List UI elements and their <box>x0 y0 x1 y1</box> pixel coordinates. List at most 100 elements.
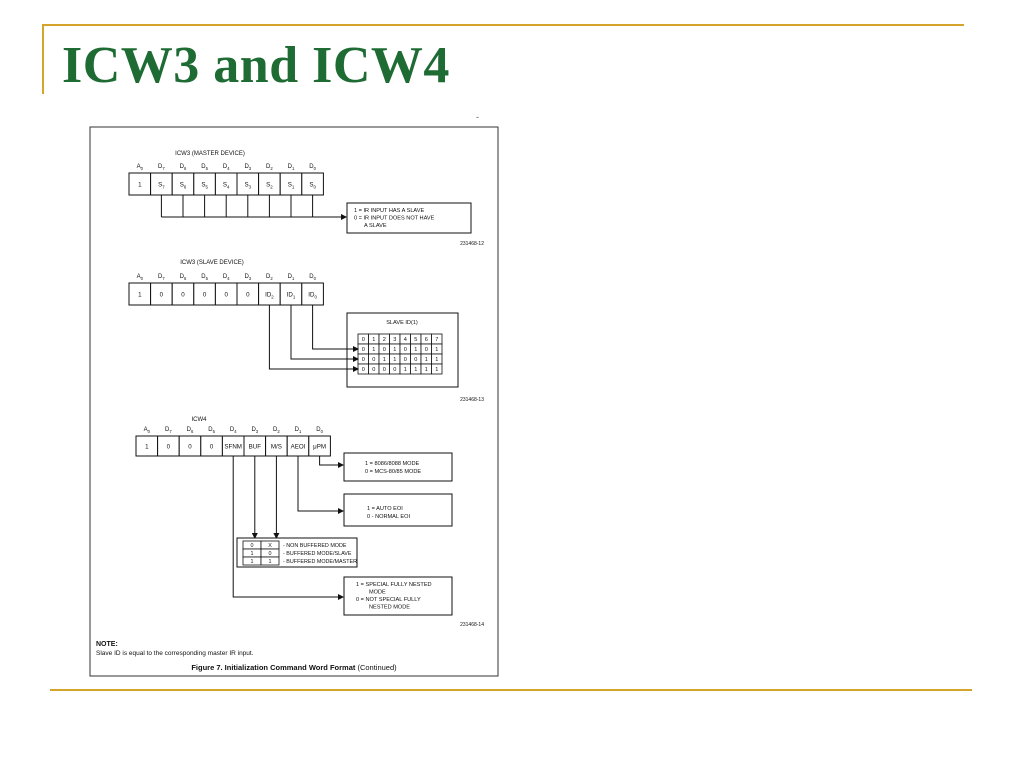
slave-id-value: 1 <box>425 367 428 373</box>
icw4-bit-header: D0 <box>316 427 323 434</box>
bottom-accent-line <box>50 689 972 691</box>
icw4-bit-value: 1 <box>145 444 149 451</box>
sfnm-note-text: MODE <box>369 590 386 596</box>
buf-value: 1 <box>269 559 272 565</box>
slave-bit-header: D6 <box>180 274 187 281</box>
slave-id-value: 1 <box>393 347 396 353</box>
slave-id-value: 1 <box>372 347 375 353</box>
slave-id-value: 1 <box>425 357 428 363</box>
master-note-text: 0 = IR INPUT DOES NOT HAVE <box>354 216 435 222</box>
master-bit-header: A0 <box>137 164 144 171</box>
master-bit-value: S1 <box>288 182 295 190</box>
slave-bit-header: D5 <box>201 274 208 281</box>
slave-bit-value: 0 <box>224 292 228 299</box>
master-bit-value: S0 <box>309 182 316 190</box>
master-bit-value: S5 <box>201 182 208 190</box>
slave-id-value: 2 <box>383 337 386 343</box>
slave-bit-header: D7 <box>158 274 165 281</box>
master-fig-id: 231468-12 <box>460 241 484 247</box>
slave-bit-value: 0 <box>160 292 164 299</box>
icw4-bit-header: D3 <box>251 427 258 434</box>
icw4-bit-value: 0 <box>167 444 171 451</box>
slide-title: ICW3 and ICW4 <box>62 37 450 94</box>
slave-id-arrow <box>268 305 359 372</box>
master-bit-value: 1 <box>138 182 142 189</box>
buf-cell <box>260 556 280 566</box>
sfnm-note-text: 0 = NOT SPECIAL FULLY <box>356 597 421 603</box>
icw4-bit-value: BUF <box>249 444 262 451</box>
slave-bit-header: D2 <box>266 274 273 281</box>
slave-id-value: 0 <box>362 337 365 343</box>
buf-value: 0 <box>251 543 254 549</box>
slave-id-value: 1 <box>435 347 438 353</box>
slave-id-arrow <box>312 305 359 352</box>
buf-description: - BUFFERED MODE/MASTER <box>283 559 357 565</box>
slave-bit-value: ID0 <box>308 292 317 300</box>
icw4-fig-id: 231468-14 <box>460 622 484 628</box>
scan-mark: - <box>476 112 479 122</box>
slave-bit-value: 0 <box>203 292 207 299</box>
buf-description: - NON BUFFERED MODE <box>283 543 347 549</box>
buf-value: 1 <box>251 551 254 557</box>
master-bit-value: S2 <box>266 182 273 190</box>
slave-id-value: 0 <box>425 347 428 353</box>
buf-value: X <box>268 543 272 549</box>
master-bit-header: D2 <box>266 164 273 171</box>
slave-bit-header: D4 <box>223 274 230 281</box>
icw4-bit-value: AEOI <box>291 444 306 451</box>
slave-bit-header: A0 <box>137 274 144 281</box>
icw4-bit-header: D2 <box>273 427 280 434</box>
aeoi-arrow <box>297 456 344 514</box>
icw4-bit-value: μPM <box>313 444 326 451</box>
icw4-bit-value: M/S <box>271 444 282 451</box>
master-bit-header: D3 <box>244 164 251 171</box>
figure-caption: Figure 7. Initialization Command Word Fo… <box>191 663 397 672</box>
slave-fig-id: 231468-13 <box>460 397 484 403</box>
sfnm-arrow <box>232 456 344 600</box>
upm-arrow <box>319 456 344 468</box>
slave-bit-value: 1 <box>138 292 142 299</box>
icw4-bit-value: SFNM <box>224 444 242 451</box>
sfnm-note-text: 1 = SPECIAL FULLY NESTED <box>356 582 432 588</box>
slave-id-value: 1 <box>404 367 407 373</box>
master-bit-header: D5 <box>201 164 208 171</box>
slave-id-value: 0 <box>383 367 386 373</box>
master-bit-value: S7 <box>158 182 165 190</box>
slave-id-value: 1 <box>372 337 375 343</box>
left-accent-bar <box>42 24 44 94</box>
master-bit-value: S6 <box>180 182 187 190</box>
master-bit-value: S4 <box>223 182 230 190</box>
slave-bit-value: 0 <box>181 292 185 299</box>
slave-bit-header: D3 <box>244 274 251 281</box>
aeoi-note-text: 1 = AUTO EOI <box>367 506 403 512</box>
slave-bit-value: 0 <box>246 292 250 299</box>
master-bit-value: S3 <box>245 182 252 190</box>
upm-note-text: 0 = MCS-80/85 MODE <box>365 469 421 475</box>
slave-bit-value: ID1 <box>287 292 296 300</box>
slave-id-value: 1 <box>393 357 396 363</box>
master-note-box <box>346 202 472 234</box>
slave-bit-header: D0 <box>309 274 316 281</box>
slave-id-value: 1 <box>414 347 417 353</box>
slave-id-value: 0 <box>362 367 365 373</box>
aeoi-note-box <box>343 493 453 527</box>
slave-id-arrow <box>290 305 359 362</box>
slave-section-title: ICW3 (SLAVE DEVICE) <box>180 260 244 266</box>
slave-id-value: 0 <box>362 347 365 353</box>
slave-id-label: SLAVE ID(1) <box>386 320 418 326</box>
slave-id-value: 0 <box>372 367 375 373</box>
upm-note-text: 1 = 8086/8088 MODE <box>365 461 420 467</box>
icw4-bit-header: D1 <box>295 427 302 434</box>
slave-id-cell <box>431 363 443 375</box>
buf-description: - BUFFERED MODE/SLAVE <box>283 551 352 557</box>
icw4-bit-value: 0 <box>188 444 192 451</box>
slave-id-value: 0 <box>393 367 396 373</box>
slave-id-value: 0 <box>414 357 417 363</box>
icw4-bit-header: D5 <box>208 427 215 434</box>
master-bit-header: D0 <box>309 164 316 171</box>
master-bit-header: D1 <box>288 164 295 171</box>
master-section-title: ICW3 (MASTER DEVICE) <box>175 151 245 157</box>
master-bit-header: D4 <box>223 164 230 171</box>
